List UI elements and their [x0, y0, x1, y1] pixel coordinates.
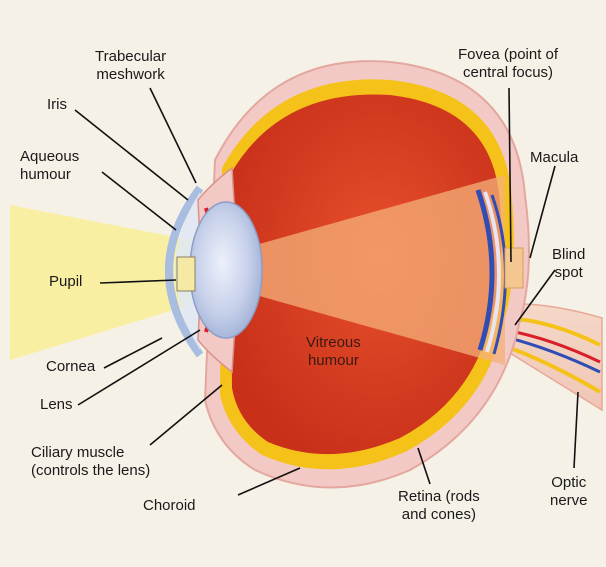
label-ciliary-muscle: Ciliary muscle (controls the lens): [31, 444, 150, 480]
label-fovea: Fovea (point of central focus): [458, 46, 558, 82]
label-trabecular-meshwork: Trabecular meshwork: [95, 48, 166, 84]
label-retina: Retina (rods and cones): [398, 488, 480, 524]
label-vitreous-humour: Vitreous humour: [306, 334, 361, 370]
label-cornea: Cornea: [46, 358, 95, 376]
label-aqueous-humour: Aqueous humour: [20, 148, 79, 184]
label-optic-nerve: Optic nerve: [550, 474, 588, 510]
label-choroid: Choroid: [143, 497, 196, 515]
label-iris: Iris: [47, 96, 67, 114]
label-blind-spot: Blind spot: [552, 246, 585, 282]
label-macula: Macula: [530, 149, 578, 167]
label-lens: Lens: [40, 396, 73, 414]
lens: [190, 202, 262, 338]
label-pupil: Pupil: [49, 273, 82, 291]
pupil-box: [177, 257, 195, 291]
